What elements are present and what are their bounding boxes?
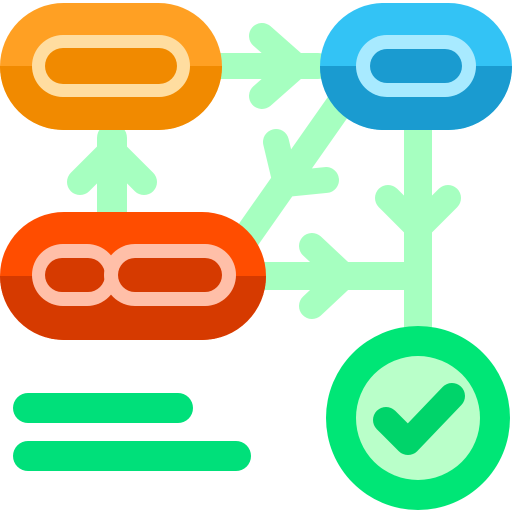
blue-process-node <box>319 3 512 130</box>
checkmark-icon <box>373 383 465 455</box>
connector-lines <box>67 23 461 344</box>
red-process-node <box>0 212 266 340</box>
orange-process-node <box>0 3 223 130</box>
arrowhead-orange-to-blue <box>249 23 309 109</box>
arrowhead-blue-to-check <box>375 185 461 241</box>
description-lines <box>13 393 251 471</box>
arrowhead-red-to-orange <box>67 137 157 195</box>
arrowhead-red-to-right <box>299 233 357 319</box>
completion-check-node <box>326 326 510 510</box>
arrowhead-blue-to-red <box>263 129 339 197</box>
